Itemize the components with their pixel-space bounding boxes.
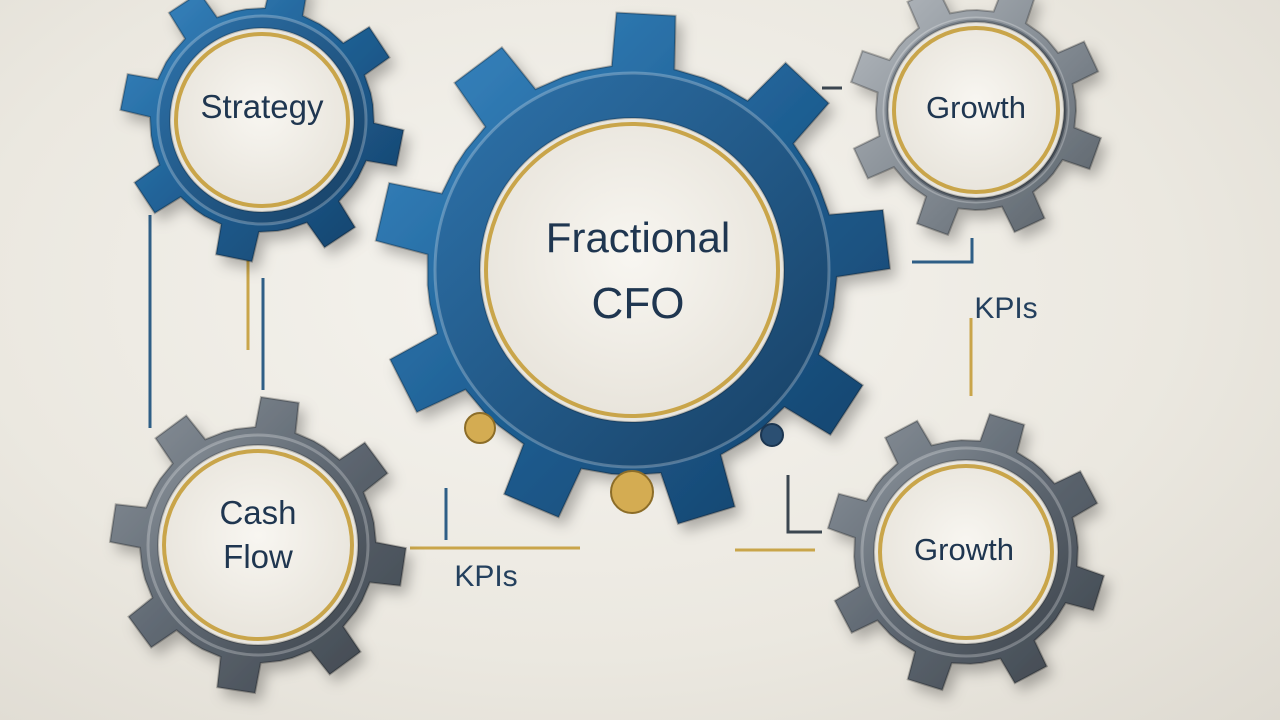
cfo-label: CFO	[592, 279, 685, 328]
gold-bolt	[610, 470, 654, 514]
gold-bolt	[464, 412, 496, 444]
gold-ring	[878, 464, 1054, 640]
fractional-cfo-gear	[374, 11, 892, 526]
cash-label: Cash	[219, 494, 296, 531]
connector-line	[912, 238, 974, 264]
dark-bolt	[760, 423, 784, 447]
gold-ring	[162, 449, 354, 641]
kpis-label-right: KPIs	[974, 292, 1037, 325]
growth-label-top: Growth	[926, 90, 1026, 125]
cash-flow-gear	[108, 395, 408, 695]
gold-ring	[174, 32, 350, 208]
kpis-label-bottom: KPIs	[454, 560, 517, 593]
gold-ring	[484, 122, 780, 418]
flow-label: Flow	[223, 538, 293, 575]
growth-gear-top	[849, 0, 1103, 237]
gold-ring	[892, 26, 1060, 194]
connector-lines	[148, 86, 974, 552]
strategy-label: Strategy	[201, 88, 324, 125]
fractional-label: Fractional	[546, 214, 730, 261]
connector-line	[786, 475, 822, 534]
strategy-gear	[119, 0, 405, 263]
growth-label-bottom: Growth	[914, 532, 1014, 567]
growth-gear-bottom	[826, 412, 1106, 692]
